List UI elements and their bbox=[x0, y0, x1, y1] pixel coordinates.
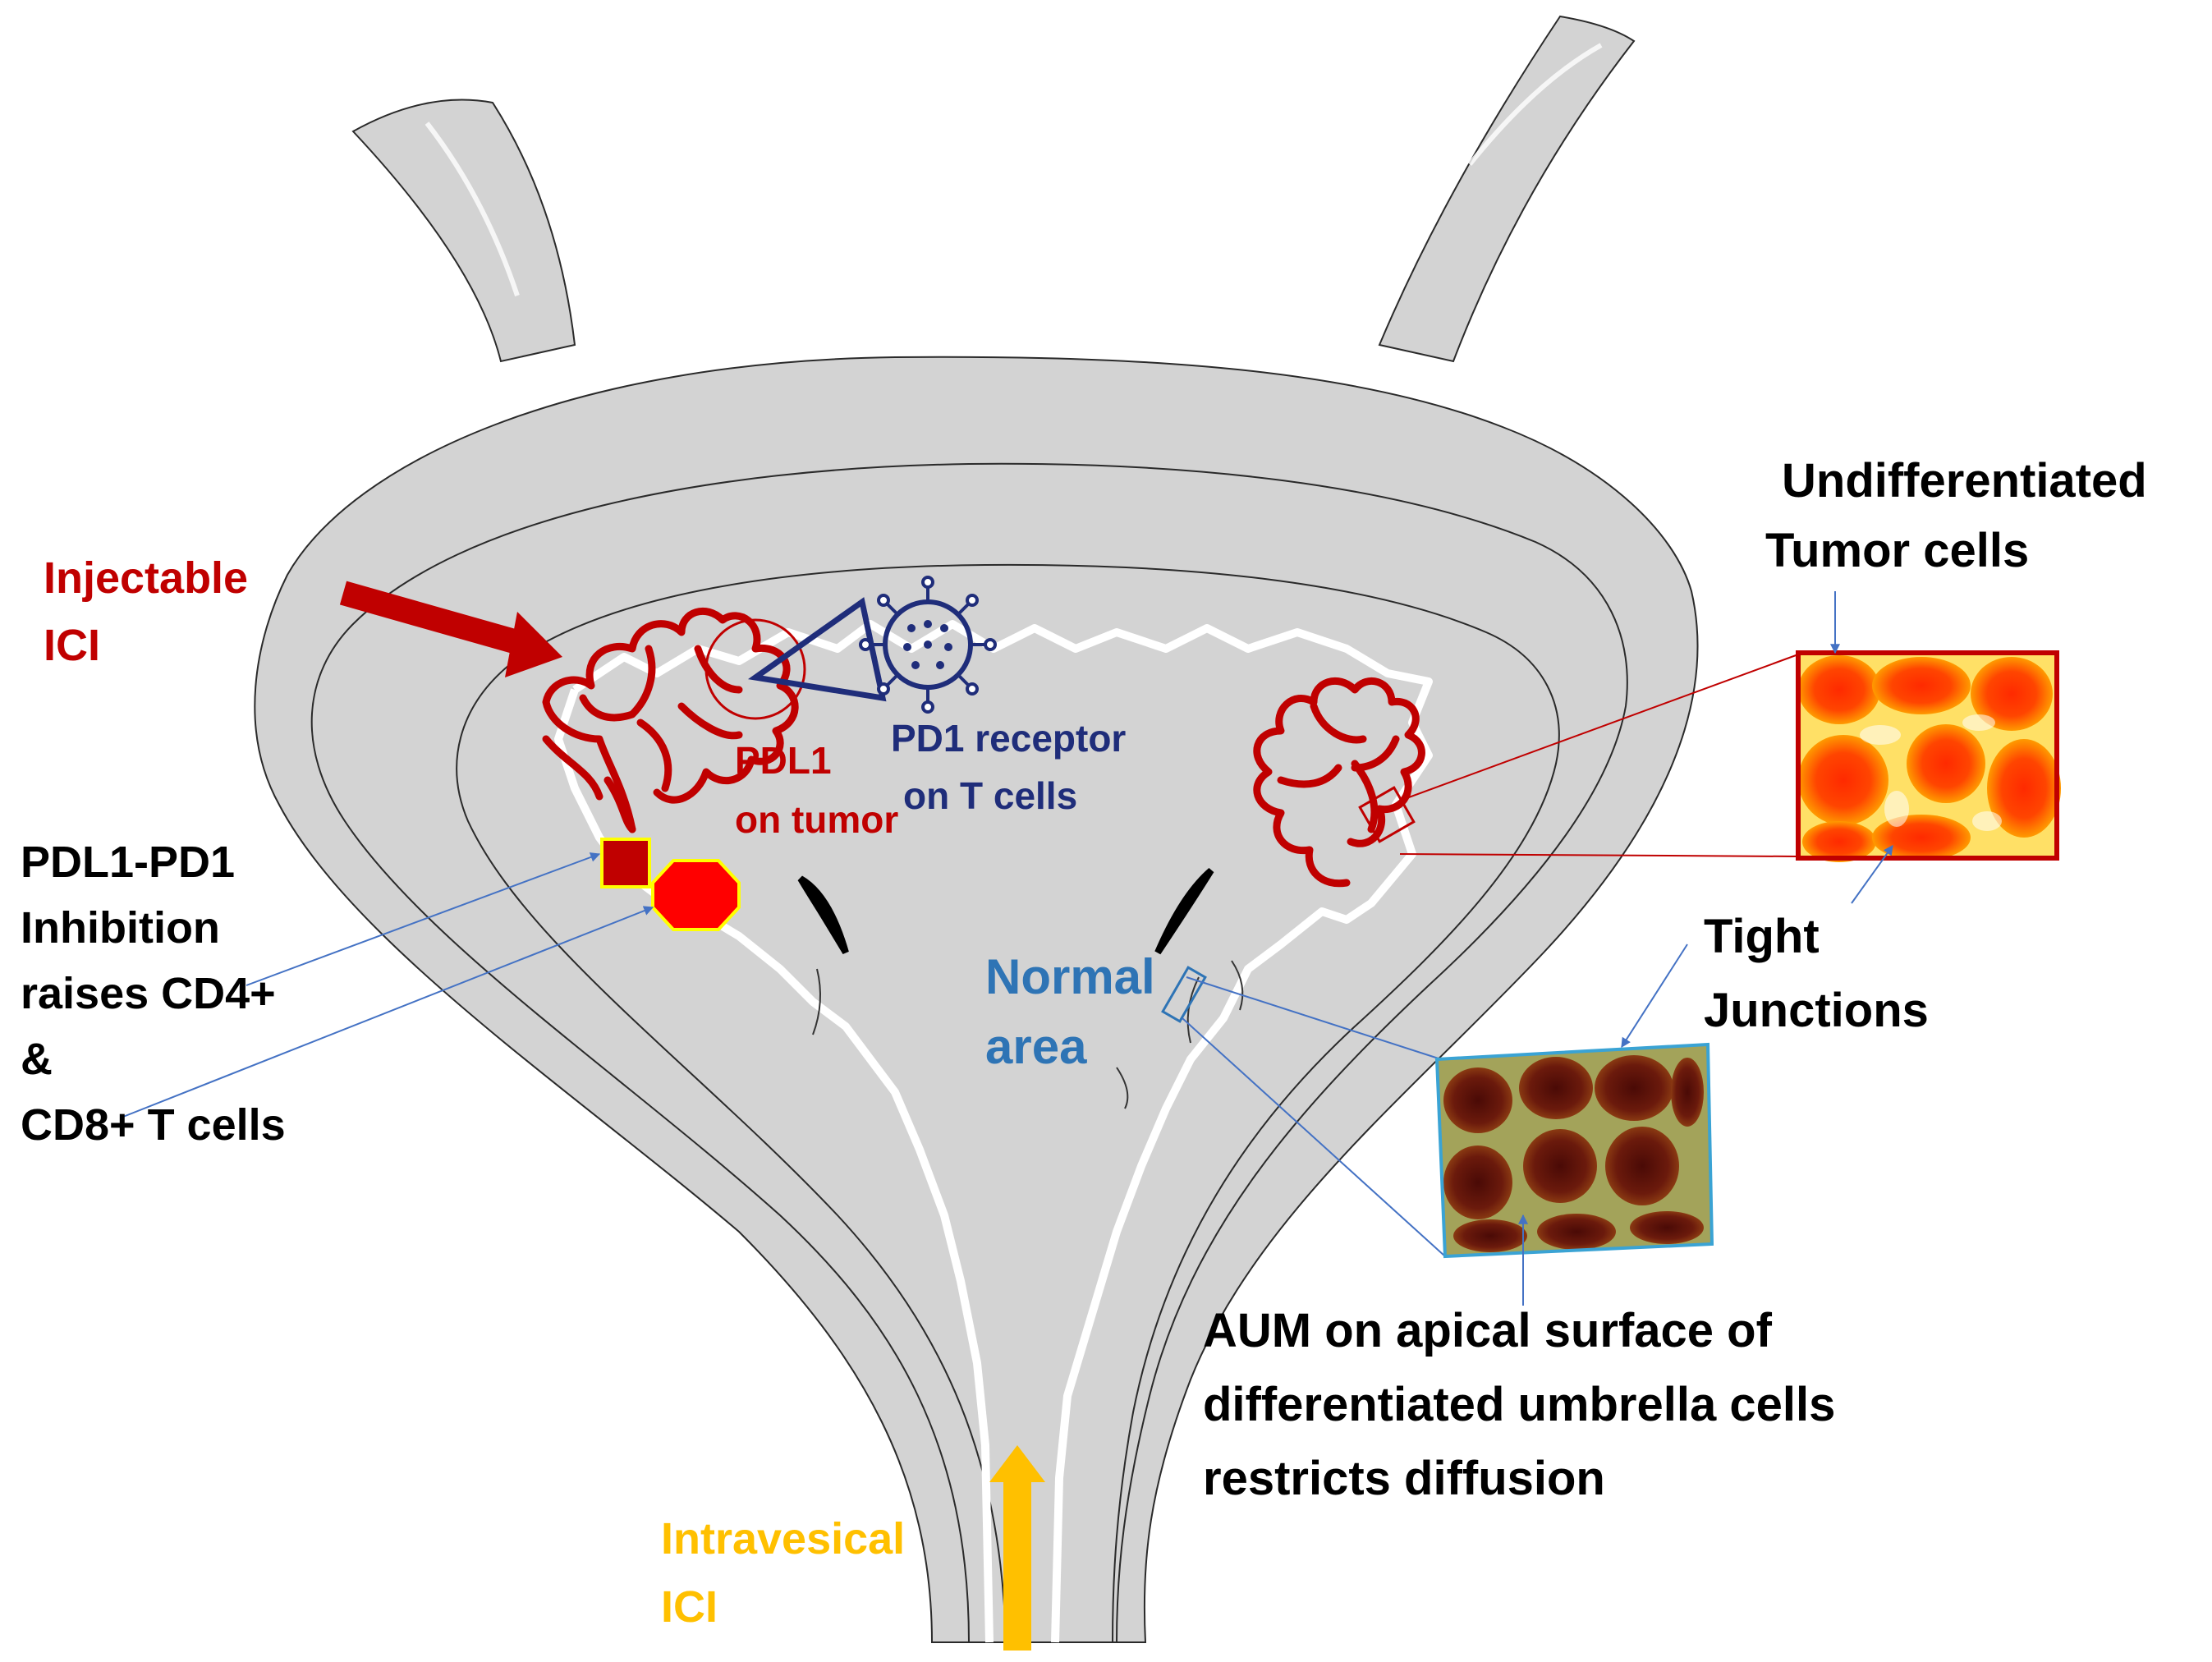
aum-label-line3: restricts diffusion bbox=[1203, 1452, 1605, 1505]
pdl1-label-line2: on tumor bbox=[735, 798, 898, 841]
inhibition-label-line1: PDL1-PD1 bbox=[21, 838, 235, 887]
urothelium-lining-left bbox=[554, 688, 994, 1643]
intravesical-label-line2: ICI bbox=[661, 1582, 718, 1632]
t-cell-virus-icon bbox=[747, 576, 997, 714]
inhibition-label-line4: & bbox=[21, 1035, 53, 1084]
right-tumor-papilla-icon bbox=[1253, 677, 1425, 888]
left-tumor-papilla-icon bbox=[542, 607, 799, 833]
injectable-label-line1: Injectable bbox=[44, 553, 248, 603]
aum-label-line2: differentiated umbrella cells bbox=[1203, 1378, 1835, 1431]
aum-label-line1: AUM on apical surface of bbox=[1203, 1304, 1773, 1357]
normal-zoom-line-bottom bbox=[1182, 1017, 1446, 1257]
normal-label-line2: area bbox=[985, 1019, 1087, 1074]
tight-to-normal-arrow bbox=[1621, 943, 1688, 1049]
left-ureter bbox=[351, 99, 576, 363]
normal-zoom-line-top bbox=[1186, 976, 1442, 1060]
zoom-line-top bbox=[1399, 654, 1799, 801]
cd4-arrow bbox=[246, 852, 601, 986]
fine-vessel-lines bbox=[812, 960, 1244, 1109]
left-orifice-slit-icon bbox=[797, 875, 849, 955]
pdl1-ring bbox=[704, 618, 806, 720]
tight-label-line2: Junctions bbox=[1704, 984, 1929, 1037]
bladder-middle-wall bbox=[310, 462, 1628, 1643]
cd8-arrow bbox=[122, 906, 654, 1118]
undiff-label-line1: Undifferentiated bbox=[1782, 454, 2147, 507]
pd1-label-line2: on T cells bbox=[903, 774, 1077, 817]
intravesical-arrow-icon bbox=[989, 1445, 1045, 1651]
tight-to-tumor-arrow bbox=[1851, 845, 1893, 904]
intravesical-label-line1: Intravesical bbox=[661, 1514, 905, 1563]
tumor-cells-inset bbox=[1796, 650, 2061, 862]
right-tumor-zoom-box bbox=[1358, 786, 1416, 843]
inhibition-label-line2: Inhibition bbox=[21, 903, 220, 953]
right-orifice-slit-icon bbox=[1154, 867, 1214, 955]
injectable-arrow-icon bbox=[339, 581, 562, 677]
normal-label-line1: Normal bbox=[985, 949, 1155, 1004]
cd8-octagon-icon bbox=[651, 859, 741, 931]
injectable-label-line2: ICI bbox=[44, 621, 100, 670]
cd4-square-icon bbox=[600, 838, 651, 888]
zoom-line-bottom bbox=[1399, 853, 1799, 857]
tight-label-line1: Tight bbox=[1704, 910, 1820, 963]
pdl1-label-line1: PDL1 bbox=[735, 739, 832, 782]
normal-area-marker bbox=[1161, 966, 1207, 1023]
bladder-inner-wall bbox=[456, 563, 1560, 1643]
inhibition-label-line5: CD8+ T cells bbox=[21, 1100, 286, 1150]
tight-junctions-inset bbox=[1434, 1042, 1714, 1259]
pd1-label-line1: PD1 receptor bbox=[891, 717, 1126, 760]
urothelium-lining bbox=[572, 620, 1433, 1643]
inhibition-label-line3: raises CD4+ bbox=[21, 969, 276, 1018]
right-ureter bbox=[1378, 15, 1636, 363]
undiff-label-line2: Tumor cells bbox=[1765, 524, 2029, 577]
